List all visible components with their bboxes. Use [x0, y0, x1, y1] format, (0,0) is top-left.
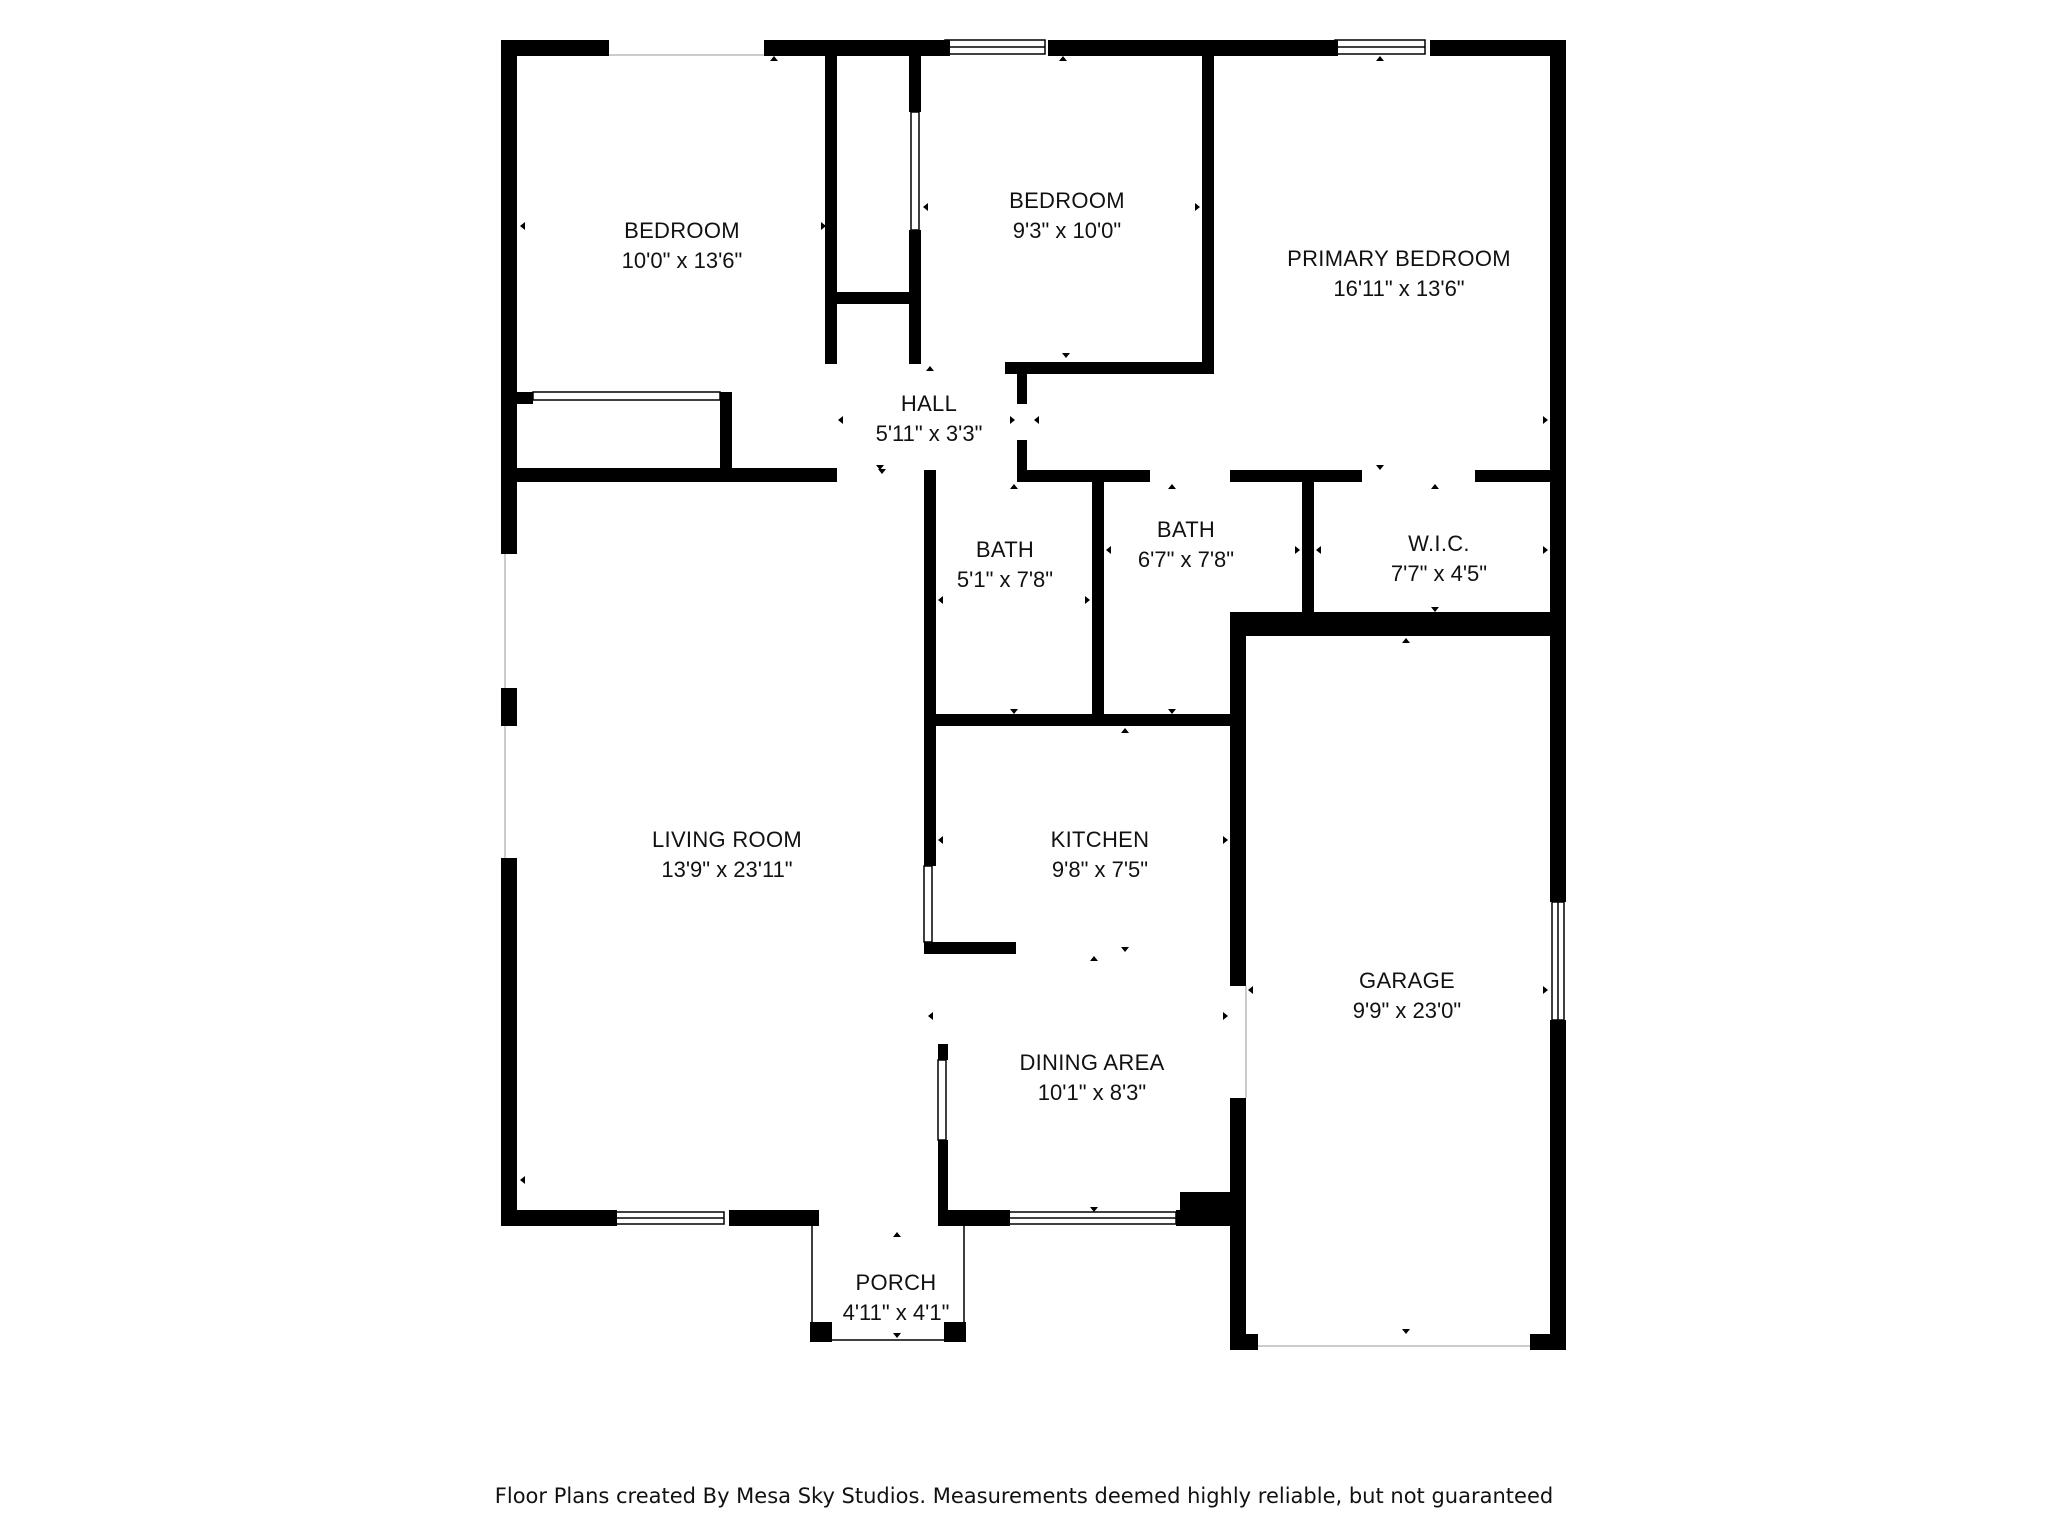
room-dimensions: 9'9" x 23'0" — [1353, 998, 1461, 1023]
room-name: BATH — [1157, 517, 1215, 542]
room-name: KITCHEN — [1051, 827, 1150, 852]
door-openings — [504, 54, 1530, 1347]
dimension-markers — [520, 56, 1548, 1338]
room-name: LIVING ROOM — [652, 827, 802, 852]
walls — [501, 40, 1566, 1350]
room-name: DINING AREA — [1019, 1050, 1164, 1075]
room-name: BEDROOM — [1009, 188, 1125, 213]
footer-credit: Floor Plans created By Mesa Sky Studios.… — [494, 1484, 1554, 1508]
room-dimensions: 6'7" x 7'8" — [1138, 547, 1234, 572]
room-dimensions: 9'3" x 10'0" — [1013, 218, 1121, 243]
room-name: GARAGE — [1359, 968, 1455, 993]
room-name: BATH — [976, 537, 1034, 562]
room-name: PORCH — [856, 1270, 937, 1295]
room-dimensions: 16'11" x 13'6" — [1333, 276, 1464, 301]
room-dimensions: 9'8" x 7'5" — [1052, 857, 1148, 882]
room-dimensions: 7'7" x 4'5" — [1391, 561, 1487, 586]
room-dimensions: 4'11" x 4'1" — [843, 1300, 950, 1325]
room-dimensions: 5'11" x 3'3" — [876, 421, 983, 446]
porch-outline — [811, 1224, 965, 1341]
room-label-primary-bedroom: PRIMARY BEDROOM 16'11" x 13'6" — [1287, 246, 1511, 301]
room-dimensions: 13'9" x 23'11" — [661, 857, 792, 882]
room-label-bedroom-west: BEDROOM 10'0" x 13'6" — [622, 218, 743, 273]
room-label-hall: HALL 5'11" x 3'3" — [876, 391, 983, 446]
room-label-porch: PORCH 4'11" x 4'1" — [843, 1270, 950, 1325]
room-label-living-room: LIVING ROOM 13'9" x 23'11" — [652, 827, 802, 882]
windows — [532, 39, 1565, 1225]
room-name: HALL — [901, 391, 957, 416]
room-dimensions: 10'1" x 8'3" — [1038, 1080, 1146, 1105]
room-label-wic: W.I.C. 7'7" x 4'5" — [1391, 531, 1487, 586]
room-label-bath-1: BATH 5'1" x 7'8" — [957, 537, 1053, 592]
room-label-garage: GARAGE 9'9" x 23'0" — [1353, 968, 1461, 1023]
room-label-dining-area: DINING AREA 10'1" x 8'3" — [1019, 1050, 1164, 1105]
room-label-bedroom-middle: BEDROOM 9'3" x 10'0" — [1009, 188, 1125, 243]
room-label-bath-2: BATH 6'7" x 7'8" — [1138, 517, 1234, 572]
room-name: W.I.C. — [1408, 531, 1470, 556]
room-dimensions: 5'1" x 7'8" — [957, 567, 1053, 592]
room-dimensions: 10'0" x 13'6" — [622, 248, 743, 273]
room-label-kitchen: KITCHEN 9'8" x 7'5" — [1051, 827, 1150, 882]
room-name: BEDROOM — [624, 218, 740, 243]
room-name: PRIMARY BEDROOM — [1287, 246, 1511, 271]
